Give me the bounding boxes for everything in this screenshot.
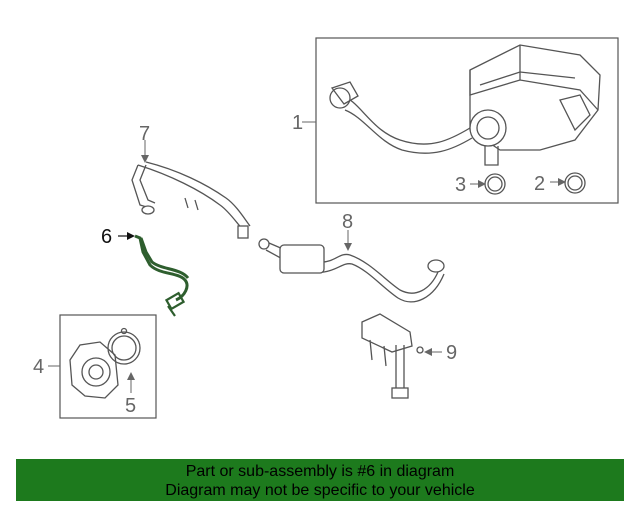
part-2-arrow	[558, 178, 566, 186]
part-5-arrow	[127, 372, 135, 380]
part-3-o-ring[interactable]	[484, 173, 506, 195]
banner-line-1: Part or sub-assembly is #6 in diagram	[185, 463, 455, 480]
callout-9: 9	[446, 342, 457, 364]
part-9-bracket[interactable]	[361, 313, 424, 399]
part-3-arrow	[478, 180, 486, 188]
info-banner: Part or sub-assembly is #6 in diagram Di…	[16, 459, 624, 501]
part-8-arrow	[344, 243, 352, 251]
callout-3: 3	[455, 174, 466, 196]
callout-8: 8	[342, 211, 353, 233]
part-7-arrow	[141, 155, 149, 163]
callout-1: 1	[292, 112, 303, 134]
part-6-highlighted-sensor-line[interactable]	[134, 234, 190, 317]
part-8-hose[interactable]	[258, 238, 445, 303]
part-9-arrow	[424, 348, 432, 356]
callout-5: 5	[125, 395, 136, 417]
banner-line-2: Diagram may not be specific to your vehi…	[165, 482, 475, 499]
callout-2: 2	[534, 173, 545, 195]
callout-7: 7	[139, 123, 150, 145]
callout-6: 6	[101, 226, 112, 248]
part-1-tank-assembly[interactable]	[329, 44, 601, 166]
part-2-o-ring[interactable]	[564, 172, 586, 194]
part-5-gasket[interactable]	[107, 327, 141, 365]
part-1-frame	[315, 37, 619, 204]
part-4-pump-assembly[interactable]	[69, 341, 119, 399]
callout-4: 4	[33, 356, 44, 378]
part-6-arrow	[127, 232, 135, 240]
part-7-hose[interactable]	[131, 161, 251, 239]
